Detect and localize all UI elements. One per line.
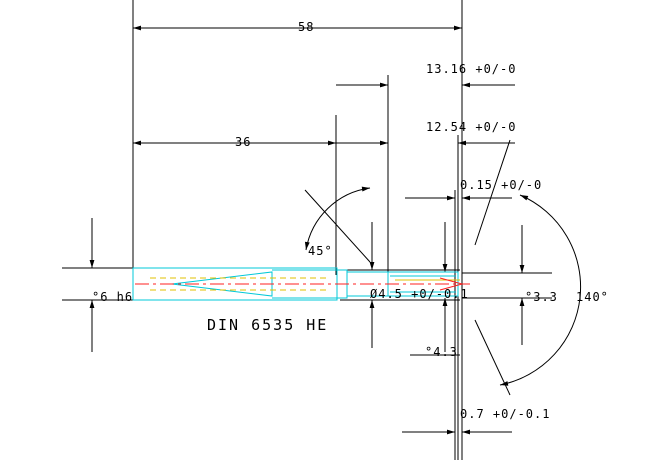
angle-140-label: 140°: [576, 290, 609, 304]
angle-45-label: 45°: [308, 244, 333, 258]
dimension-labels: 58 36 13.16 +0/-0 12.54 +0/-0 0.15 +0/-0…: [92, 20, 609, 421]
part-label: DIN 6535 HE: [207, 316, 328, 334]
dia-4-5-label: Ø4.5 +0/-0.1: [370, 287, 469, 301]
extension-lines: [62, 0, 552, 460]
dim-58-label: 58: [298, 20, 314, 34]
dimension-lines: [89, 25, 582, 435]
dim-0-15-label: 0.15 +0/-0: [460, 178, 542, 192]
dim-13-16-label: 13.16 +0/-0: [426, 62, 516, 76]
dia-6-label: °6 h6: [92, 290, 133, 304]
centerline: [135, 277, 470, 291]
dim-36-label: 36: [235, 135, 251, 149]
dia-3-3-label: °3.3: [525, 290, 558, 304]
dia-4-3-label: °4.3: [425, 345, 458, 359]
dim-12-54-label: 12.54 +0/-0: [426, 120, 516, 134]
dim-0-7-label: 0.7 +0/-0.1: [460, 407, 550, 421]
